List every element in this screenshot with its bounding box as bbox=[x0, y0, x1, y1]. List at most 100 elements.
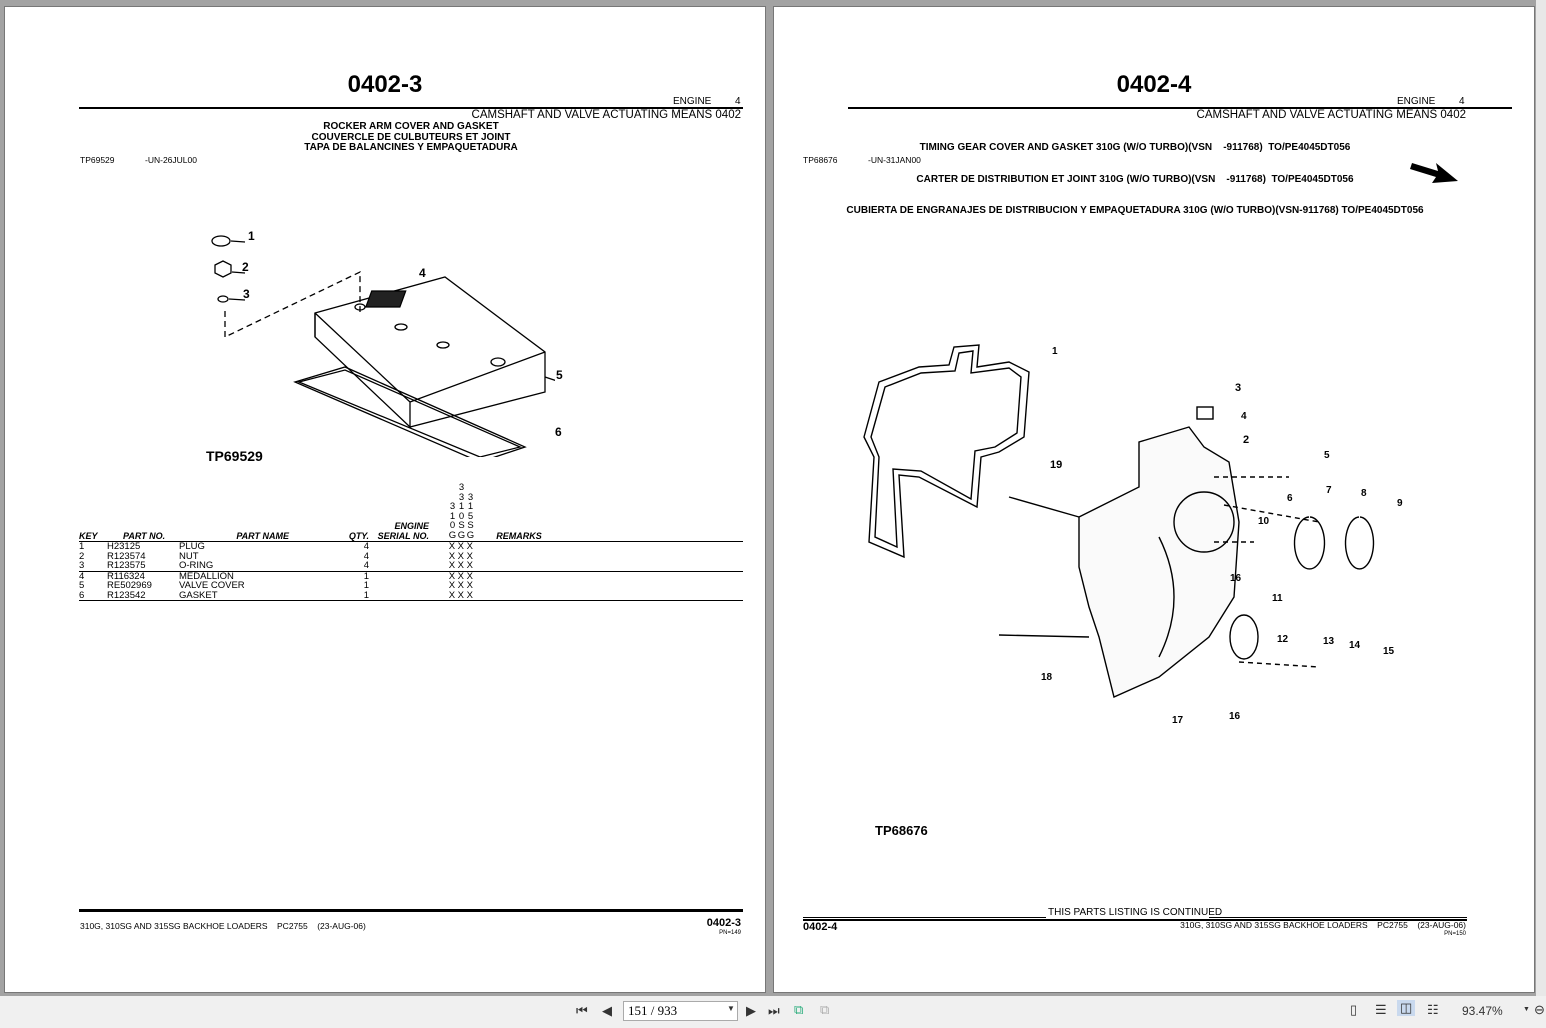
first-page-icon[interactable]: ⏮ bbox=[576, 1003, 588, 1018]
figure-label: TP69529 bbox=[206, 448, 263, 464]
callout: 15 bbox=[1383, 646, 1395, 657]
right-page: 0402-4 ENGINE 4 CAMSHAFT AND VALVE ACTUA… bbox=[773, 6, 1535, 993]
cell-serial bbox=[369, 591, 429, 601]
cell-qty: 1 bbox=[363, 580, 369, 591]
illustration-id: TP68676 bbox=[803, 155, 838, 165]
group-title: CAMSHAFT AND VALVE ACTUATING MEANS 0402 bbox=[1196, 109, 1466, 121]
cell-part-name: GASKET bbox=[179, 589, 218, 601]
col-remarks: REMARKS bbox=[496, 531, 542, 541]
cell-remarks bbox=[479, 542, 559, 552]
illustration-date: -UN-26JUL00 bbox=[145, 155, 197, 165]
next-page-icon[interactable]: ▶ bbox=[746, 1003, 756, 1018]
title-fr: CARTER DE DISTRIBUTION ET JOINT 310G (W/… bbox=[916, 173, 1354, 185]
continued-rule bbox=[1209, 917, 1467, 918]
page-number-input[interactable]: 151 / 933 bbox=[623, 1001, 738, 1021]
go-forward-view-icon[interactable]: ⧉ bbox=[820, 1002, 830, 1017]
cell-qty: 1 bbox=[363, 570, 369, 582]
callout: 4 bbox=[1241, 411, 1247, 422]
cell-part-name: O-RING bbox=[179, 560, 214, 571]
callout: 3 bbox=[1235, 382, 1242, 394]
callout: 5 bbox=[1324, 450, 1330, 461]
continued-rule bbox=[803, 917, 1046, 918]
cell-models: X X X bbox=[448, 541, 473, 552]
engine-label: ENGINE bbox=[394, 521, 429, 531]
title-fr: COUVERCLE DE CULBUTEURS ET JOINT bbox=[311, 131, 511, 143]
title-es: TAPA DE BALANCINES Y EMPAQUETADURA bbox=[304, 142, 518, 153]
cell-qty: 4 bbox=[363, 550, 369, 562]
cell-models: X X X bbox=[448, 580, 473, 591]
single-page-icon[interactable]: ▯ bbox=[1350, 1002, 1358, 1017]
cell-remarks bbox=[479, 581, 559, 591]
callout: 19 bbox=[1050, 459, 1063, 471]
callout: 5 bbox=[556, 368, 563, 382]
zoom-out-icon[interactable]: ⊖ bbox=[1534, 1002, 1545, 1017]
last-page-icon[interactable]: ⏭ bbox=[768, 1003, 780, 1018]
footer-pn: PN=149 bbox=[719, 930, 741, 936]
callout: 18 bbox=[1041, 672, 1053, 683]
callout: 16 bbox=[1229, 711, 1241, 722]
callout: 3 bbox=[243, 287, 250, 301]
model-310sg-header: 3 3 1 0 S G bbox=[457, 482, 466, 541]
previous-page-icon[interactable]: ◀ bbox=[602, 1003, 612, 1018]
go-back-view-icon[interactable]: ⧉ bbox=[794, 1002, 804, 1017]
cell-remarks bbox=[479, 571, 559, 581]
titles: ROCKER ARM COVER AND GASKET COUVERCLE DE… bbox=[79, 121, 743, 154]
callout: 6 bbox=[1287, 493, 1293, 504]
cell-serial bbox=[369, 581, 429, 591]
timing-gear-cover-diagram bbox=[863, 344, 1375, 698]
title-en: ROCKER ARM COVER AND GASKET bbox=[323, 121, 499, 132]
callout: 4 bbox=[419, 266, 426, 280]
cell-serial bbox=[369, 552, 429, 562]
footer-text: 310G, 310SG AND 315SG BACKHOE LOADERS PC… bbox=[80, 921, 366, 931]
callout: 8 bbox=[1361, 488, 1367, 499]
footer-text: 310G, 310SG AND 315SG BACKHOE LOADERS PC… bbox=[1180, 920, 1466, 930]
callout: 16 bbox=[1230, 573, 1242, 584]
two-page-continuous-icon[interactable]: ☷ bbox=[1427, 1002, 1439, 1017]
callout: 14 bbox=[1349, 640, 1361, 651]
cell-serial bbox=[369, 561, 429, 571]
cell-part-no: R123575 bbox=[107, 560, 146, 571]
callout: 10 bbox=[1258, 516, 1270, 527]
section-label: ENGINE bbox=[673, 96, 712, 107]
cell-models: X X X bbox=[448, 589, 473, 601]
cell-part-name: MEDALLION bbox=[179, 570, 234, 582]
col-part-name: PART NAME bbox=[236, 531, 289, 541]
page-dropdown-icon[interactable]: ▼ bbox=[727, 1004, 735, 1013]
next-page-arrow-icon bbox=[1410, 163, 1458, 183]
group-title: CAMSHAFT AND VALVE ACTUATING MEANS 0402 bbox=[471, 109, 741, 121]
cell-key: 3 bbox=[79, 560, 85, 571]
cell-remarks bbox=[479, 561, 559, 571]
zoom-level[interactable]: 93.47% bbox=[1462, 1004, 1503, 1018]
footer-rule bbox=[803, 919, 1467, 921]
title-es: CUBIERTA DE ENGRANAJES DE DISTRIBUCION Y… bbox=[846, 205, 1424, 216]
callout: 2 bbox=[242, 260, 249, 274]
cell-models: X X X bbox=[448, 560, 473, 571]
model-310g-header: 3 1 0 G bbox=[448, 501, 457, 541]
page-title: 0402-3 bbox=[347, 71, 423, 98]
col-qty: QTY. bbox=[348, 531, 369, 541]
cell-key: 5 bbox=[79, 580, 85, 591]
titles: TIMING GEAR COVER AND GASKET 310G (W/O T… bbox=[803, 122, 1467, 238]
callout: 11 bbox=[1272, 593, 1283, 604]
callout: 7 bbox=[1326, 485, 1332, 496]
vertical-scrollbar[interactable] bbox=[1536, 0, 1546, 996]
col-part-no: PART NO. bbox=[123, 531, 166, 541]
two-page-icon[interactable]: ◫ bbox=[1397, 1000, 1416, 1016]
callout: 1 bbox=[248, 229, 255, 243]
continuous-page-icon[interactable]: ☰ bbox=[1375, 1002, 1387, 1017]
section-label: ENGINE bbox=[1397, 96, 1436, 107]
cell-part-name: NUT bbox=[179, 550, 199, 562]
callout: 1 bbox=[1052, 346, 1058, 357]
col-models: 3 1 0 G3 3 1 0 S G3 1 5 S G bbox=[429, 483, 479, 542]
divider bbox=[79, 107, 743, 109]
rocker-cover-diagram bbox=[211, 235, 555, 457]
cell-qty: 4 bbox=[363, 560, 369, 571]
cell-part-no: R123574 bbox=[107, 550, 146, 562]
zoom-dropdown-icon[interactable]: ▼ bbox=[1523, 1006, 1530, 1013]
section-number: 4 bbox=[1459, 96, 1465, 107]
